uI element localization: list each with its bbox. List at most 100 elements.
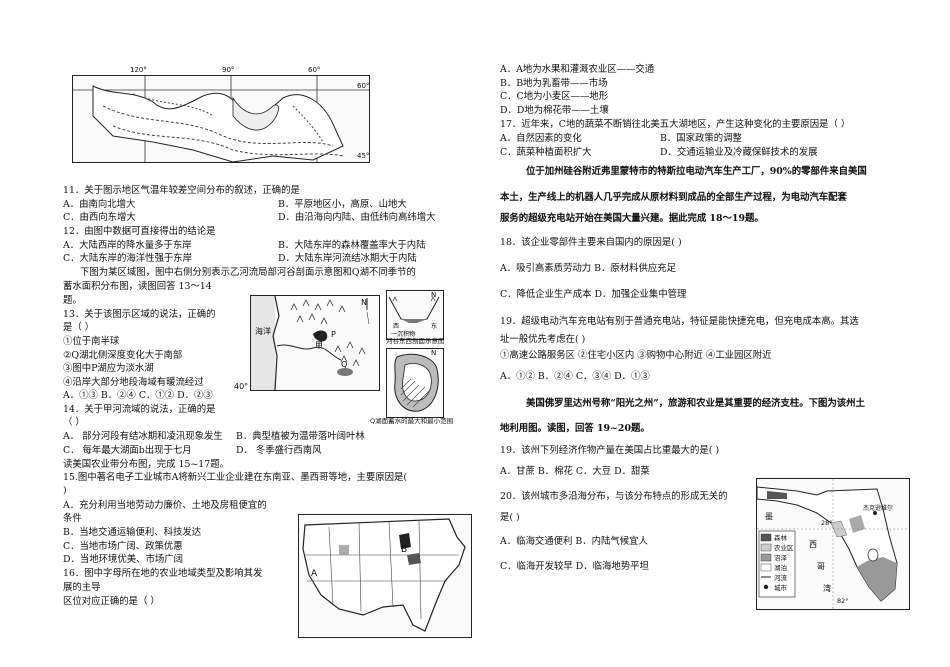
intro-18-line2: 本土，生产线上的机器人几乎完成从原材料到成品的全部生产过程，为电动汽车配套 xyxy=(500,192,847,203)
q12-option-b: B．大陆东岸的森林覆盖率大于内陆 xyxy=(278,240,426,251)
region-label-b: B xyxy=(401,545,408,555)
q14-option-a: A． 部分河段有结冰期和凌汛现象发生 xyxy=(63,431,223,442)
sea-label: 海洋 xyxy=(255,327,271,336)
lake-q-inset: N xyxy=(386,348,444,418)
q13-statement-1: ①位于南半球 xyxy=(63,336,120,347)
q12-option-a: A．大陆西岸的降水量多于东岸 xyxy=(63,240,192,251)
question-18: 18．该企业零部件主要来自国内的原因是( ) xyxy=(500,237,682,248)
profile-north-label: N xyxy=(431,291,437,299)
lat-label-60: 60° xyxy=(357,82,370,90)
q19-statements: ①高速公路服务区 ②住宅小区内 ③购物中心附近 ④工业园区附近 xyxy=(500,350,772,361)
intro-18-line3: 服务的超级充电站开始在美国大量兴建。据此完成 18～19题。 xyxy=(500,213,764,224)
q14-option-b: B．典型植被为温带落叶阔叶林 xyxy=(236,431,365,442)
lon-label-90: 90° xyxy=(222,66,235,74)
gulf-label-ge: 哥 xyxy=(817,562,825,571)
lake-label-q: Q xyxy=(341,360,348,369)
north-america-climate-map xyxy=(72,75,370,163)
question-14-cont: （ ） xyxy=(63,417,85,428)
legend-river: 河流 xyxy=(774,574,787,582)
question-13-cont: 是（ ） xyxy=(63,322,95,333)
intro-13-line1: 下图为某区域图，图中右侧分别表示乙河流局部河谷剖面示意图和Q湖不同季节的 xyxy=(80,267,416,278)
q12-option-c: C．大陆东岸的海洋性强于东岸 xyxy=(63,253,193,264)
intro-13-line3: 题。 xyxy=(63,295,82,306)
q15-option-a-cont: 条件 xyxy=(63,513,82,524)
q18-options-ab: A．吸引高素质劳动力 B．原材料供应充足 xyxy=(500,263,677,274)
legend-farmland: 农业区 xyxy=(774,544,794,552)
q12-option-d: D．大陆东岸河流结冰期大于内陆 xyxy=(278,253,417,264)
q20-options-cd: C．临海开发较早 D．临海地势平坦 xyxy=(500,561,649,572)
lat-label-45: 45° xyxy=(357,152,370,160)
q20-options-ab: A．临海交通便利 B．内陆气候宜人 xyxy=(500,536,648,547)
q19b-answers: A．甘蔗 B．棉花 C．大豆 D．甜菜 xyxy=(500,466,650,477)
legend-swamp: 沼泽 xyxy=(774,554,787,562)
valley-profile-inset: N 西 东 一沉积物 xyxy=(386,290,444,340)
question-13: 13．关于该图示区域的说法，正确的 xyxy=(63,309,216,320)
question-15: 15.图中著名电子工业城市A将新兴工业企业建在东南亚、墨西哥等地，主要原因是( xyxy=(63,472,408,483)
city-label-jacksonville: 杰克逊维尔 xyxy=(863,505,894,512)
lon-label-120: 120° xyxy=(130,66,147,74)
question-12: 12．由图中数据可直接得出的结论是 xyxy=(63,226,216,237)
question-19b: 19．该州下列经济作物产量在美国占比重最大的是( ) xyxy=(500,445,720,456)
legend-city: 城市 xyxy=(774,584,787,592)
north-arrow-label: N xyxy=(361,298,367,307)
question-16: 16．图中字母所在地的农业地域类型及影响其发 xyxy=(63,568,263,579)
lon-label-60: 60° xyxy=(308,66,321,74)
us-agriculture-map: A B xyxy=(298,514,472,638)
q15-option-d: D．当地环境优美、市场广阔 xyxy=(63,554,184,565)
question-11: 11．关于图示地区气温年较差空间分布的叙述，正确的是 xyxy=(63,185,300,196)
region-map: 海洋 甲 P Q N xyxy=(250,295,380,391)
q11-option-c: C．由西向东增大 xyxy=(63,212,136,223)
q17-option-c: C．蔬菜种植面积扩大 xyxy=(500,147,592,158)
intro-19-line2: 地利用图。读图，回答 19~20题。 xyxy=(500,423,650,434)
sediment-label: 一沉积物 xyxy=(391,331,416,338)
q13-answers: A．①③ B．②④ C．①② D．②③ xyxy=(63,390,213,401)
q11-option-d: D．由沿海向内陆、由低纬向高纬增大 xyxy=(278,212,436,223)
lake-label-p: P xyxy=(331,330,336,339)
q13-statement-4: ④沿岸大部分地段海域有暖流经过 xyxy=(63,377,204,388)
question-14: 14．关于甲河流域的说法，正确的是 xyxy=(63,404,216,415)
profile-caption: 河谷东西剖面示意图 xyxy=(386,337,445,345)
q14-option-d: D． 冬季盛行西南风 xyxy=(236,445,322,456)
gulf-label-west: 西 xyxy=(809,540,817,549)
q16-option-b: B．B地为乳畜带——市场 xyxy=(500,78,608,89)
river-label-jia: 甲 xyxy=(315,341,323,350)
q15-option-c: C．当地市场广阔、政策优惠 xyxy=(63,541,183,552)
longitude-label-82: 82° xyxy=(837,597,849,605)
profile-west-label: 西 xyxy=(393,323,400,330)
lake-caption: Q湖面蓄水的最大和最小范围 xyxy=(370,417,454,425)
q13-statement-2: ②Q湖北侧深度变化大于南部 xyxy=(63,350,183,361)
gulf-label-wan: 湾 xyxy=(823,584,831,593)
question-16-cont2: 区位对应正确的是（ ） xyxy=(63,596,160,607)
q16-option-d: D．D地为棉花带——土壤 xyxy=(500,105,609,116)
intro-18-line1: 位于加州硅谷附近弗里蒙特市的特斯拉电动汽车生产工厂，90%的零部件来自美国 xyxy=(526,166,867,177)
q17-option-b: B．国家政策的调整 xyxy=(660,133,742,144)
q16-option-a: A．A地为水果和灌溉农业区——交通 xyxy=(500,64,655,75)
gulf-label-mexico: 墨 xyxy=(765,512,773,521)
question-17: 17．近年来，C地的蔬菜不断销往北美五大湖地区，产生这种变化的主要原因是（ ） xyxy=(500,119,851,130)
question-19-cont: 址一般优先考虑在( ) xyxy=(500,334,586,345)
question-15-cont: ) xyxy=(63,485,67,496)
q14-option-c: C． 每年最大湖面b出现于七月 xyxy=(63,445,192,456)
legend-forest: 森林 xyxy=(774,534,787,542)
intro-13-line2: 蓄水面积分布图，读图回答 13～14 xyxy=(63,281,212,292)
florida-land-use-map: 森林 农业区 沼泽 湖泊 河流 城市 墨 西 哥 湾 28° 82° 杰克逊维尔 xyxy=(756,478,910,610)
legend-lake: 湖泊 xyxy=(774,564,787,572)
q17-option-d: D．交通运输业及冷藏保鲜技术的发展 xyxy=(660,147,818,158)
question-16-cont: 展的主导 xyxy=(63,582,101,593)
lat-label-40: 40° xyxy=(234,382,249,391)
city-label-a: A xyxy=(311,569,318,579)
q15-option-b: B．当地交通运输便利、科技发达 xyxy=(63,527,202,538)
profile-east-label: 东 xyxy=(431,323,438,330)
q13-statement-3: ③图中P湖应为淡水湖 xyxy=(63,363,154,374)
question-20-cont: 是( ) xyxy=(500,512,520,523)
q11-option-b: B．平原地区小，高原、山地大 xyxy=(278,199,407,210)
intro-19-line1: 美国佛罗里达州号称“阳光之州”，旅游和农业是其重要的经济支柱。下图为该州土 xyxy=(526,398,865,409)
question-19: 19．超级电动汽车充电站有别于普通充电站，特征是能快捷充电，但充电成本高。其选 xyxy=(500,316,859,327)
q19-answers: A．①② B．②④ C．③④ D．①③ xyxy=(500,371,650,382)
q11-option-a: A．由南向北增大 xyxy=(63,199,136,210)
q15-option-a: A．充分利用当地劳动力廉价、土地及房租便宜的 xyxy=(63,500,267,511)
q17-option-a: A．自然因素的变化 xyxy=(500,133,582,144)
lake-north-label: N xyxy=(431,349,437,357)
latitude-label-28: 28° xyxy=(821,519,833,527)
q16-option-c: C．C地为小麦区——地形 xyxy=(500,91,609,102)
